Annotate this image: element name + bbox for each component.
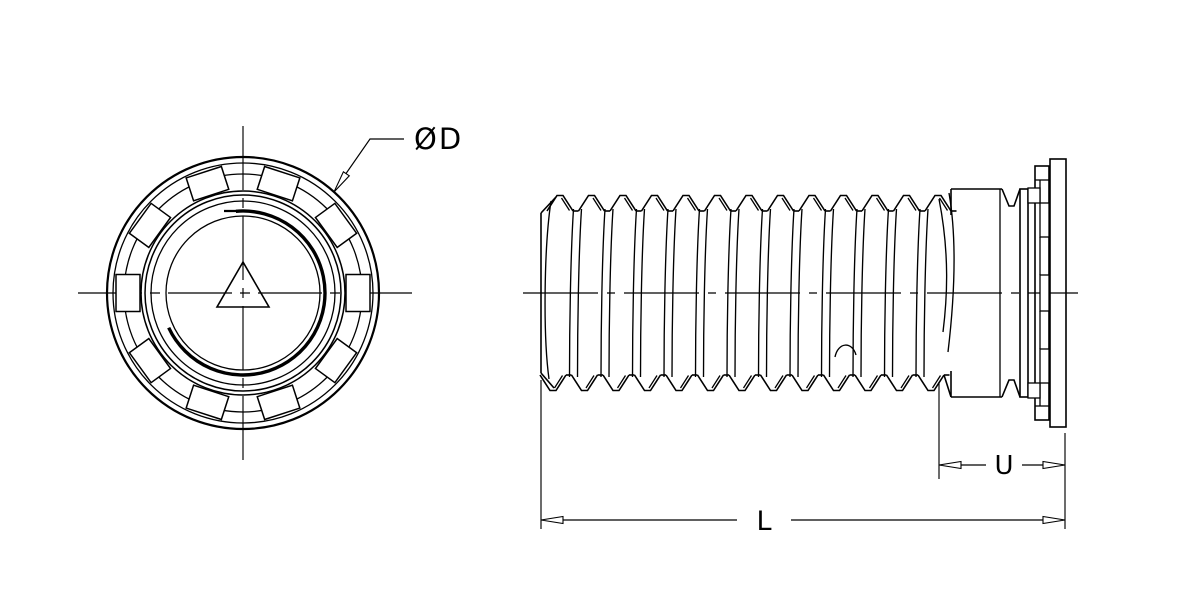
arrowhead-right [1042, 515, 1066, 525]
dimension-l: L [540, 506, 1066, 537]
thread-crest-bottom [759, 374, 793, 392]
point-chamfer-bottom [540, 372, 555, 389]
thread-crest-bottom [602, 374, 636, 392]
thread-crests-bottom [539, 374, 951, 392]
thread-crest-bottom [822, 374, 856, 392]
knurl-lug [314, 202, 358, 249]
neck-groove-bottom [1001, 379, 1021, 398]
knurl-lug [185, 384, 230, 421]
thread-crest-top [892, 194, 926, 212]
thread-crest-top [766, 194, 800, 212]
thread-crest-bottom [665, 374, 699, 392]
point-end [540, 196, 557, 389]
collar-ring [1019, 188, 1029, 398]
knurl-lug [314, 337, 358, 384]
side-view [523, 158, 1078, 428]
thread-crest-top [546, 194, 580, 212]
knurl-lug [128, 337, 172, 384]
thread-crest-top [798, 194, 832, 212]
knurl-lug [128, 202, 172, 249]
head-flange [1049, 158, 1067, 428]
thread-major-circle [144, 194, 342, 392]
leader-line [344, 138, 404, 176]
thread-type-triangle [215, 260, 271, 308]
dimensions: U L ØD [333, 122, 1066, 537]
thread-runout-bump [834, 344, 857, 358]
thread-runout-curve [938, 198, 948, 333]
thread-crest-bottom [633, 374, 667, 392]
knurl-tooth [1027, 187, 1041, 204]
thread-crest-bottom [728, 374, 762, 392]
thread-helix-lines [568, 208, 929, 378]
thread-runout-edge [943, 374, 952, 398]
flange-chamfer-circle [112, 162, 374, 424]
knurl-tooth [1039, 348, 1050, 384]
point-chamfer-circle [150, 200, 336, 386]
knurl-tooth [1039, 202, 1050, 238]
front-view [78, 126, 412, 460]
thread-crest-top [861, 194, 895, 212]
arrowhead-left [938, 460, 962, 470]
thread-crest-top [672, 194, 706, 212]
arrowhead-right [1042, 460, 1066, 470]
point-chamfer-curve [544, 200, 552, 380]
dimension-diameter: ØD [333, 122, 463, 193]
dimension-u: U [938, 451, 1066, 481]
knurl-lug [185, 165, 230, 202]
u-dimension-label: U [994, 451, 1013, 481]
knurl-tooth [1027, 382, 1041, 399]
thread-crest-top [735, 194, 769, 212]
thread-crest-top [577, 194, 611, 212]
l-dimension-label: L [756, 506, 771, 537]
thread-crest-top [609, 194, 643, 212]
knurl-lug [345, 273, 371, 313]
thread-crest-bottom [696, 374, 730, 392]
thread-crest-bottom [791, 374, 825, 392]
knurl-tooth [1039, 274, 1050, 312]
outer-diameter-circle [105, 155, 381, 431]
knurl-band [1027, 165, 1050, 421]
thread-crest-bottom [885, 374, 919, 392]
thread-crests-top [546, 194, 958, 212]
thread-crest-top [703, 194, 737, 212]
shank-circle [140, 190, 346, 396]
arrowhead-left [540, 515, 564, 525]
thread-crest-top [640, 194, 674, 212]
thread-runout-curve [947, 192, 955, 353]
knurl-lug [256, 384, 301, 421]
leader-arrowhead [333, 170, 351, 193]
neck-groove-top [1001, 188, 1021, 207]
thread-crest-bottom [570, 374, 604, 392]
thread-crest-top [829, 194, 863, 212]
diameter-label: ØD [414, 122, 463, 156]
thread-crest-bottom [854, 374, 888, 392]
point-face-circle [165, 215, 321, 371]
thread-runout [938, 192, 955, 398]
thread-minor-arc [167, 209, 327, 377]
knurl-lug [256, 165, 301, 202]
knurl-lug [115, 273, 141, 313]
